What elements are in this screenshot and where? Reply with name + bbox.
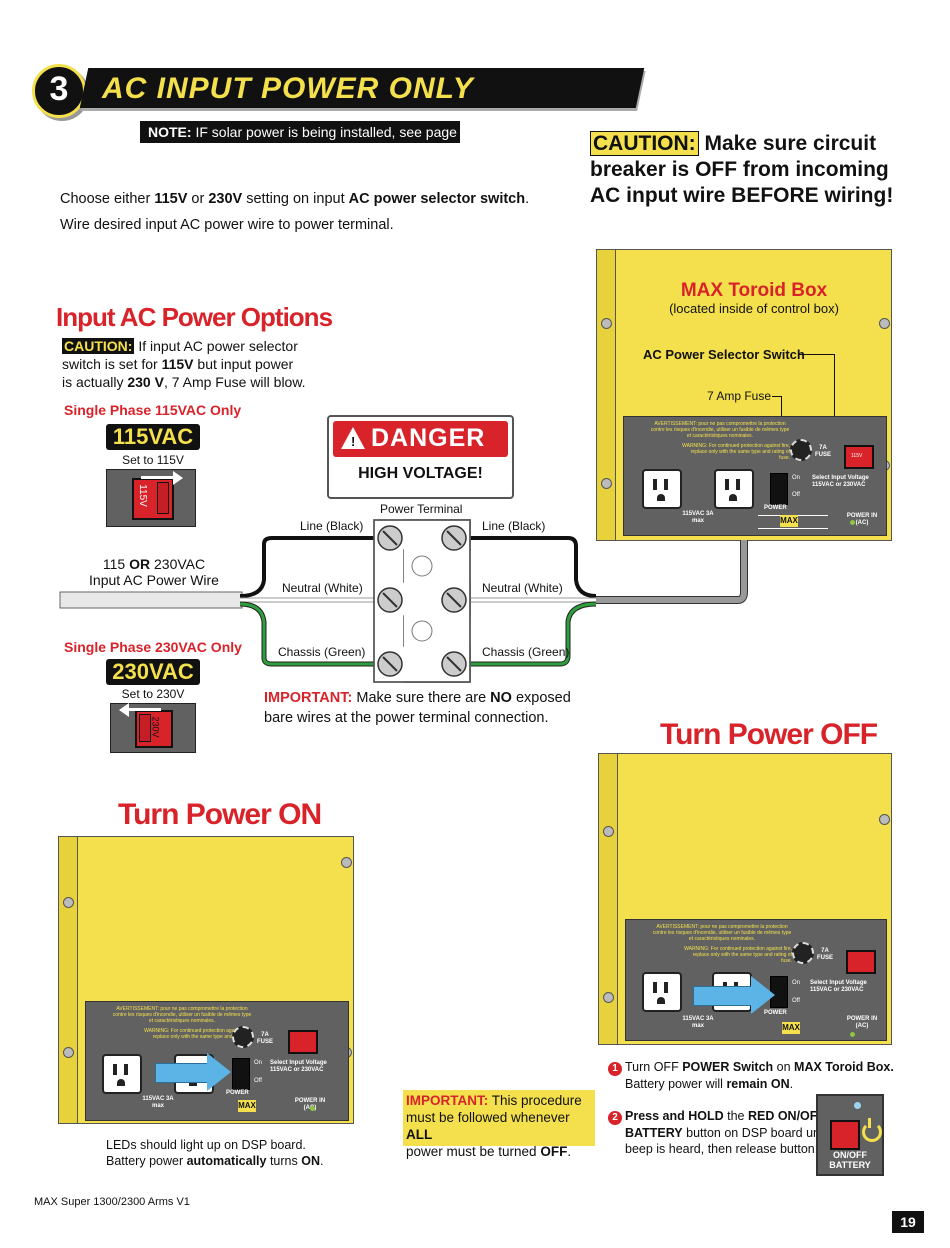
fuse-icon [792,942,814,964]
line-black-left-label: Line (Black) [300,519,364,533]
led-icon [310,1106,315,1111]
arrow-right-icon [141,476,175,479]
fuse-icon [790,439,812,461]
power-switch[interactable] [232,1058,250,1090]
faceplate-warning-en: WARNING: For continued protection agains… [682,443,790,461]
badge-230vac: 230VAC [106,659,200,685]
onoff-battery-button[interactable] [830,1120,860,1150]
danger-sub: HIGH VOLTAGE! [358,465,483,482]
arrow-right-icon [693,986,755,1006]
leader-line [772,396,782,397]
important-terminal: IMPORTANT: Make sure there are NO expose… [264,690,571,726]
single-115-heading: Single Phase 115VAC Only [64,402,242,418]
power-off-title: Turn Power OFF [660,718,878,751]
set-230-label: Set to 230V [121,687,185,701]
line-black-right-label: Line (Black) [482,519,546,533]
max-logo-text: MAX [782,1022,800,1034]
options-title: Input AC Power Options [56,302,333,332]
screw [601,478,612,489]
toroid-faceplate: AVERTISSEMENT: pour ne pas compromettre … [623,416,887,536]
selector-switch[interactable] [844,445,874,469]
max-logo-text: MAX [238,1100,256,1112]
power-switch[interactable] [770,473,788,505]
note-box: NOTE: IF solar power is being installed,… [140,121,460,162]
page-number: 19 [892,1211,924,1233]
button-label: ON/OFF BATTERY [829,1150,871,1170]
page-title: AC INPUT POWER ONLY [102,72,474,105]
arrow-left-icon [127,708,161,711]
switch-230-illustration: 230V [110,703,196,753]
power-on-panel: AVERTISSEMENT: pour ne pas compromettre … [58,836,354,1124]
neutral-right-label: Neutral (White) [482,581,563,595]
caution-top-label: CAUTION: [590,131,699,156]
power-on-title: Turn Power ON [118,798,322,831]
switch-115-illustration: 115V [106,469,196,527]
screw [601,318,612,329]
fuse-text: 7A FUSE [814,445,831,458]
step2-number: 2 [608,1111,622,1125]
caution-top: CAUTION: Make sure circuit breaker is OF… [590,131,894,207]
power-terminal-label: Power Terminal [380,502,463,516]
danger-word: DANGER [371,424,486,452]
options-caution-label: CAUTION: [62,338,135,354]
toroid-box-panel: MAX Toroid Box (located inside of contro… [596,249,892,541]
options-caution: CAUTION: If input AC power selector swit… [62,338,306,390]
power-on-caption: LEDs should light up on DSP board. Batte… [106,1138,324,1168]
chassis-left-label: Chassis (Green) [278,645,366,659]
selector-switch[interactable] [846,950,876,974]
led-icon [850,520,855,525]
danger-sign: ! DANGER HIGH VOLTAGE! [327,415,514,499]
set-115-label: Set to 115V [122,453,184,467]
arrow-right-icon [155,1063,211,1083]
selector-switch-label: AC Power Selector Switch [643,347,805,362]
wiring-diagram [59,519,748,683]
step-number: 3 [49,70,69,108]
chassis-right-label: Chassis (Green) [482,645,570,659]
neutral-left-label: Neutral (White) [282,581,363,595]
warning-triangle-icon [341,427,365,449]
single-230-heading: Single Phase 230VAC Only [64,639,242,655]
footer-doc-title: MAX Super 1300/2300 Arms V1 [34,1196,190,1208]
step1-number: 1 [608,1062,622,1076]
screw [879,318,890,329]
outlet-icon [714,469,754,509]
intro-line2: Wire desired input AC power wire to powe… [60,217,394,233]
faceplate-warning: AVERTISSEMENT: pour ne pas compromettre … [650,421,790,439]
power-icon [862,1122,882,1142]
line-wire-left [239,536,378,598]
fuse-icon [232,1026,254,1048]
outlet-icon [642,972,682,1012]
selector-switch[interactable] [288,1030,318,1054]
toroid-subtitle: (located inside of control box) [669,301,839,316]
toroid-title: MAX Toroid Box [680,280,828,301]
power-off-panel: AVERTISSEMENT: pour ne pas compromettre … [598,753,892,1045]
outlet-icon [642,469,682,509]
blue-led-icon [854,1102,861,1109]
led-icon [850,1032,855,1037]
fuse-label: 7 Amp Fuse [707,389,772,403]
input-wire-label: 115 OR 230VAC Input AC Power Wire [89,556,219,588]
leader-line [834,354,835,452]
outlet-icon [102,1054,142,1094]
badge-115vac: 115VAC [106,424,200,450]
intro-line1: Choose either 115V or 230V setting on in… [60,191,530,207]
max-logo-text: MAX [780,515,798,527]
important-procedure: IMPORTANT: This procedure must be follow… [403,1090,595,1159]
step-circle [32,64,86,118]
header-banner: 3 AC INPUT POWER ONLY [32,60,645,120]
onoff-battery-button-illustration: ON/OFF BATTERY [816,1094,884,1176]
note-text: IF solar power is being installed, see p… [148,124,457,162]
leader-line [799,354,835,355]
note-label: NOTE: [148,124,192,140]
line-wire-right [466,536,597,598]
intro-text: Choose either 115V or 230V setting on in… [60,186,529,238]
